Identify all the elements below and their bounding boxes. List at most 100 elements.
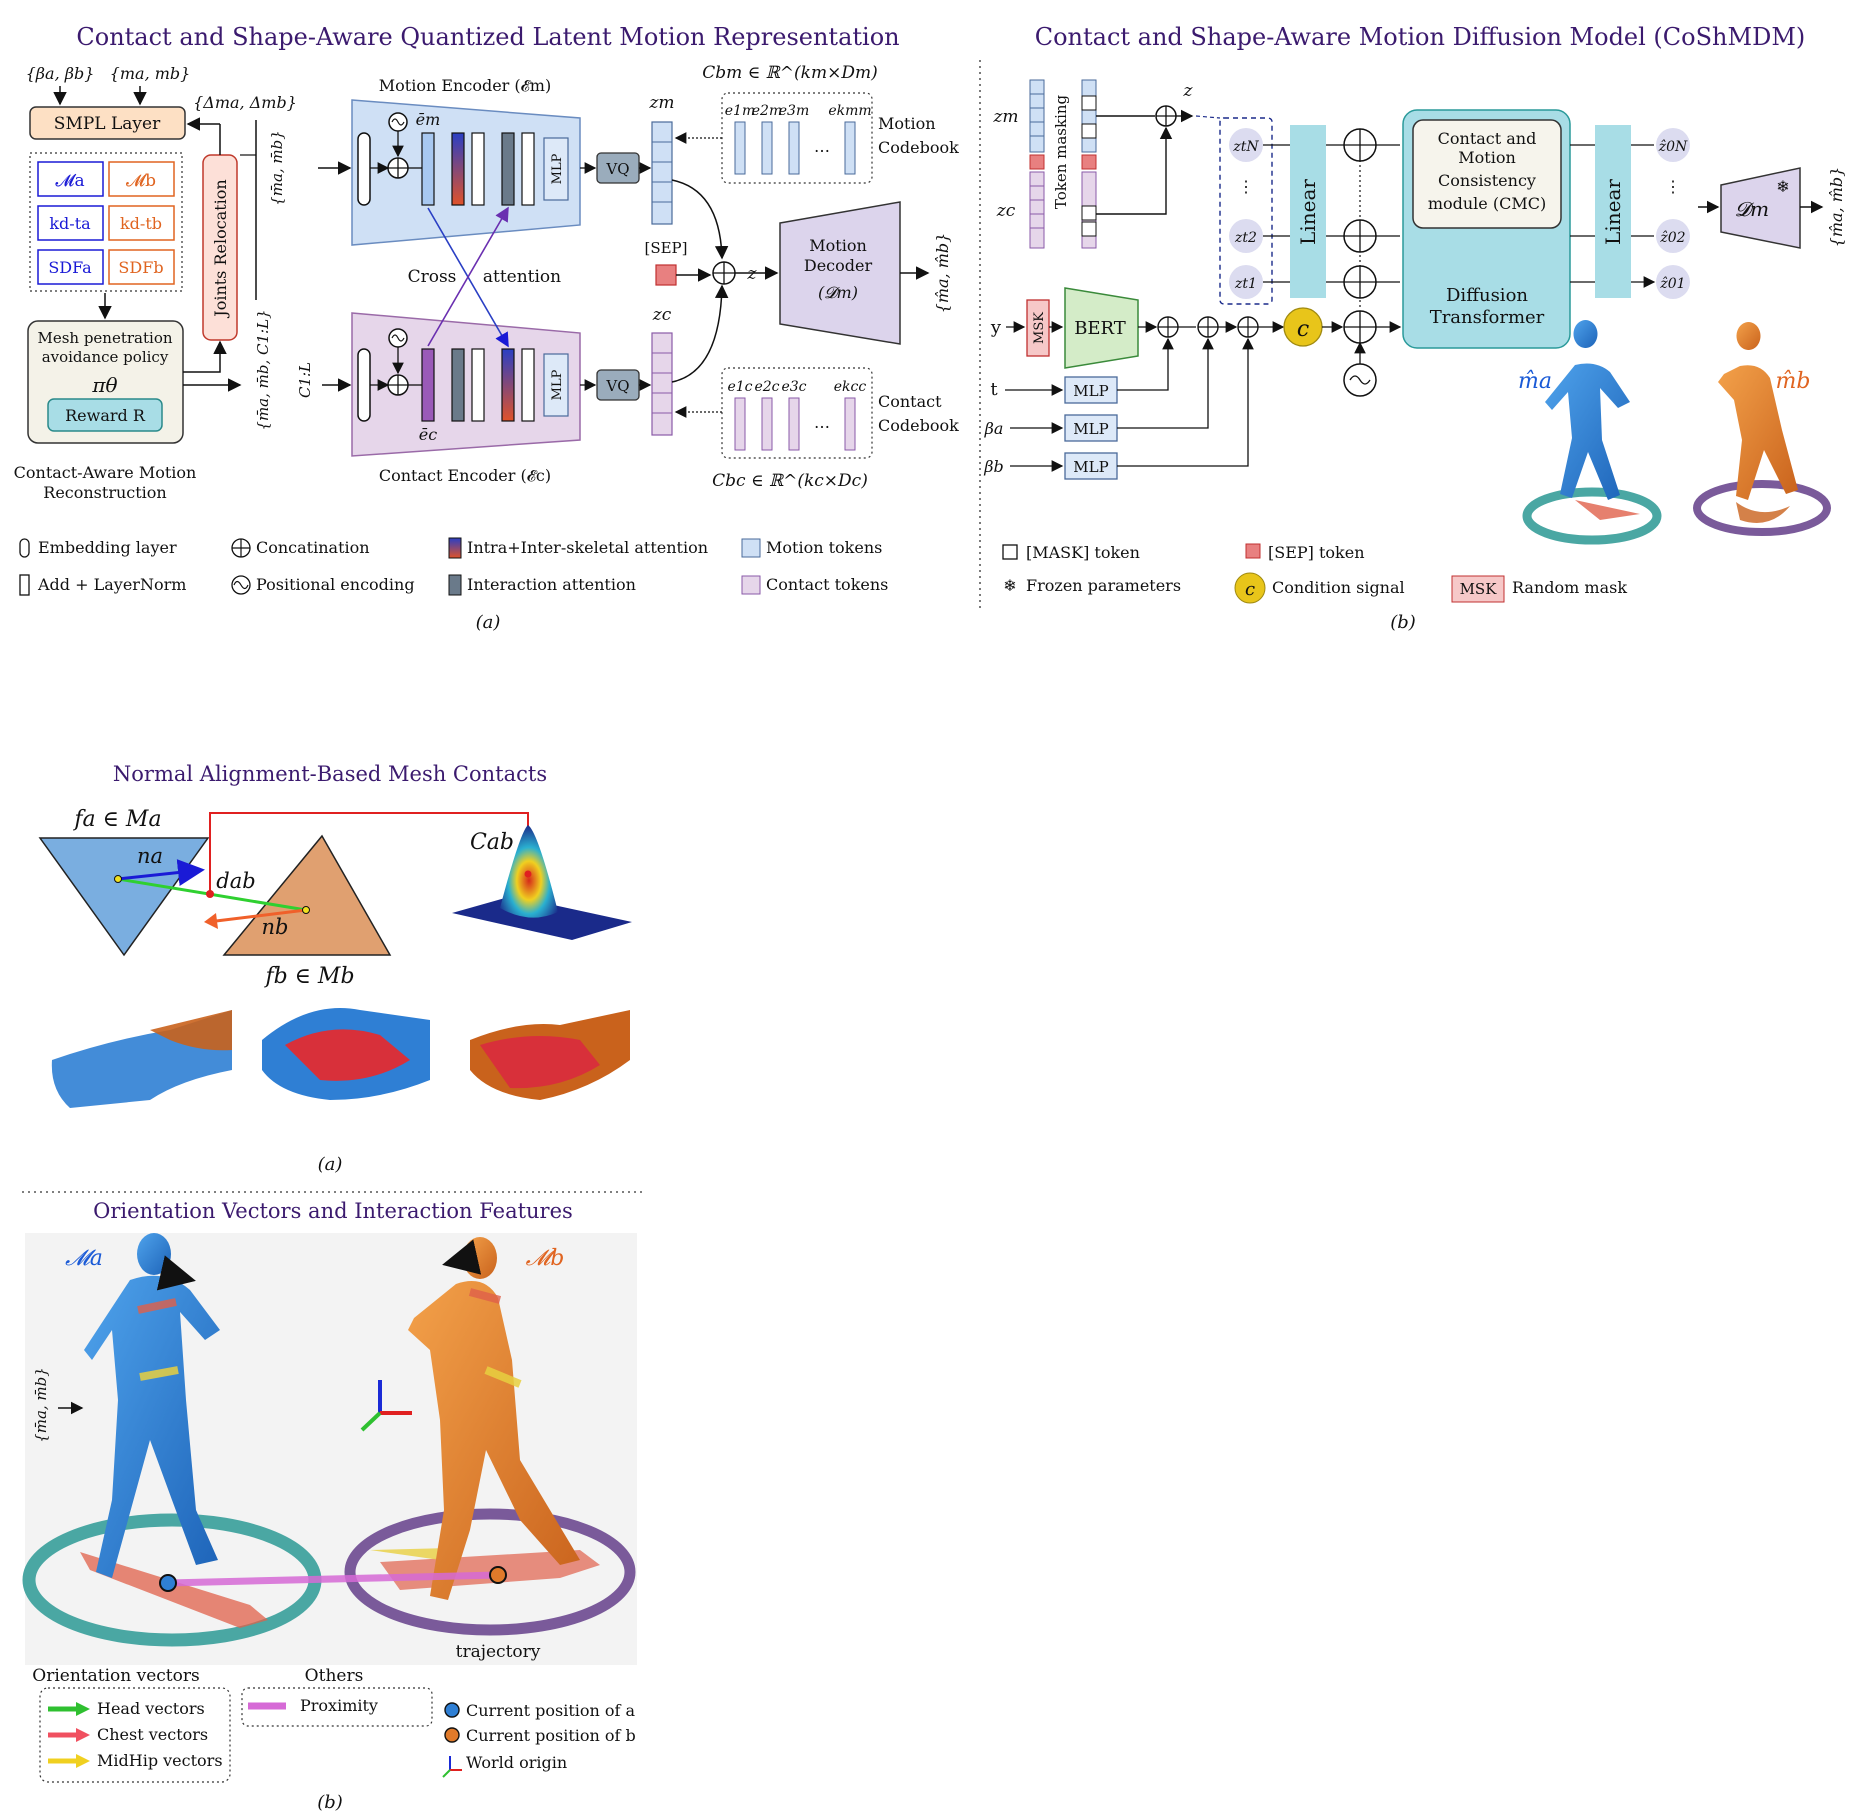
legend-cond-symbol: c [1245, 579, 1255, 600]
z-label: z [747, 264, 758, 284]
zt-2: zt2 [1234, 230, 1257, 246]
token-stack-input [1029, 79, 1045, 249]
mlp-motion: MLP [550, 153, 565, 184]
position-a-marker [159, 1574, 177, 1592]
reconstruction-line-2: Reconstruction [43, 483, 166, 502]
world-origin-icon [442, 1756, 462, 1778]
mlp-beta-a: MLP [1073, 420, 1108, 438]
orient-head: Head vectors [97, 1699, 205, 1718]
motion-codebook-vectors [734, 121, 856, 175]
condition-adders [1157, 316, 1259, 338]
contact-codebook-line-2: Codebook [878, 416, 959, 435]
panel-title: Orientation Vectors and Interaction Feat… [93, 1199, 573, 1223]
z-label: z [1183, 81, 1194, 101]
mesh-b: 𝓜b [126, 171, 156, 191]
kdt-a: kd-ta [49, 214, 91, 233]
zt-group-box [1219, 117, 1273, 305]
z-m-label: zm [992, 107, 1018, 127]
legend-item-7: Interaction attention [467, 575, 636, 594]
linear-label-1: Linear [1296, 179, 1320, 245]
legend-item-3: Intra+Inter-skeletal attention [467, 538, 708, 557]
motion-codebook-line-2: Codebook [878, 138, 959, 157]
motion-decoder-line-3: (𝓓m) [818, 283, 858, 302]
character-a-render [1522, 320, 1662, 545]
panel-title: Contact and Shape-Aware Motion Diffusion… [1035, 23, 1806, 51]
bert-trapezoid [1064, 287, 1139, 369]
cmc-line-1: Contact and [1438, 129, 1537, 148]
policy-symbol: πθ [91, 373, 117, 397]
diffusion-line-2: Transformer [1430, 307, 1545, 328]
m-hat-b-label: m̂b [1776, 369, 1811, 394]
fa-label: fa ∈ Ma [72, 807, 161, 832]
panel-bottom-b: Orientation Vectors and Interaction Feat… [22, 1199, 637, 1813]
zt-dots: ⋮ [1238, 177, 1254, 196]
caption-top-b: (b) [1390, 612, 1416, 633]
decoder-label: 𝓓m [1735, 197, 1769, 221]
z-m-label: zm [648, 93, 674, 113]
smpl-layer-label: SMPL Layer [54, 114, 161, 134]
legend-item-6: Positional encoding [256, 575, 415, 594]
side-label-upper: {m̄a, m̄b} [268, 130, 286, 206]
mlp-t: MLP [1073, 382, 1108, 400]
side-label: {m̄a, m̄b} [32, 1367, 50, 1443]
mlp-beta-b: MLP [1073, 458, 1108, 476]
contact-codebook-line-1: Contact [878, 392, 942, 411]
panel-bottom-a: Normal Alignment-Based Mesh Contacts fa … [38, 762, 632, 1175]
ring-b [344, 1508, 636, 1636]
fb-label: fb ∈ Mb [263, 964, 354, 989]
legend-item-8: Contact tokens [766, 575, 888, 594]
character-a-scene [84, 1233, 220, 1578]
caption-top-a: (a) [476, 612, 501, 633]
sdf-a: SDFa [48, 258, 92, 277]
linear-box-1 [1290, 125, 1326, 298]
token-masking-label: Token masking [1052, 94, 1070, 209]
z0-n: ẑ0N [1658, 138, 1688, 155]
panel-title: Normal Alignment-Based Mesh Contacts [113, 762, 547, 786]
others-proximity: Proximity [300, 1696, 378, 1715]
triangle-a [38, 837, 210, 957]
contact-token-column [651, 332, 673, 436]
motion-encoder-label: Motion Encoder (𝓔m) [379, 76, 551, 95]
vq-contact: VQ [605, 377, 629, 395]
cross-label: Cross [408, 267, 457, 287]
others-title: Others [305, 1666, 364, 1686]
joints-relocation-label: Joints Relocation [211, 179, 230, 318]
motion-decoder-line-1: Motion [809, 236, 867, 255]
orient-chest: Chest vectors [97, 1725, 208, 1744]
code-m-3: e3m [779, 103, 809, 119]
position-b-marker [489, 1566, 507, 1584]
code-c-2: e2c [754, 379, 779, 395]
legend-msk: MSK [1460, 580, 1498, 598]
codebook-m-dim: Cbm ∈ ℝ^(km×Dm) [702, 63, 877, 83]
side-label-lower: {m̄a, m̄b, C1:L} [254, 309, 272, 430]
mesh-a: 𝓜a [55, 171, 84, 191]
sep-label: [SEP] [644, 239, 687, 257]
caption-bottom-b: (b) [317, 1792, 343, 1813]
trajectory-label: trajectory [456, 1642, 541, 1662]
triangle-b [222, 834, 392, 956]
contact-encoder-label: Contact Encoder (𝓔c) [379, 466, 551, 485]
legend-condition: Condition signal [1272, 578, 1405, 597]
legend-top-left: Embedding layer Concatination Intra+Inte… [19, 537, 888, 596]
input-motion: {ma, mb} [110, 64, 191, 83]
vq-motion: VQ [605, 160, 629, 178]
frozen-decoder-trapezoid [1720, 167, 1801, 249]
token-stack-masked [1081, 79, 1097, 249]
code-c-dots: … [814, 413, 830, 432]
y-label: y [990, 317, 1002, 338]
frozen-icon: ❄ [1776, 177, 1789, 196]
hand-contact-renders [51, 1008, 630, 1108]
delta-label: {Δma, Δmb} [193, 93, 297, 112]
legend-item-5: Add + LayerNorm [37, 575, 186, 594]
reward-label: Reward R [65, 406, 146, 425]
z0-1: ẑ01 [1659, 275, 1685, 292]
diffusion-line-1: Diffusion [1446, 285, 1528, 306]
policy-line-1: Mesh penetration [37, 329, 172, 347]
ma-label: 𝓜a [65, 1246, 103, 1271]
e-m-label: ēm [416, 110, 441, 129]
pos-b: Current position of b [466, 1726, 636, 1745]
legend-sep: [SEP] token [1268, 543, 1365, 562]
na-label: na [137, 844, 163, 868]
kdt-b: kd-tb [120, 214, 162, 233]
